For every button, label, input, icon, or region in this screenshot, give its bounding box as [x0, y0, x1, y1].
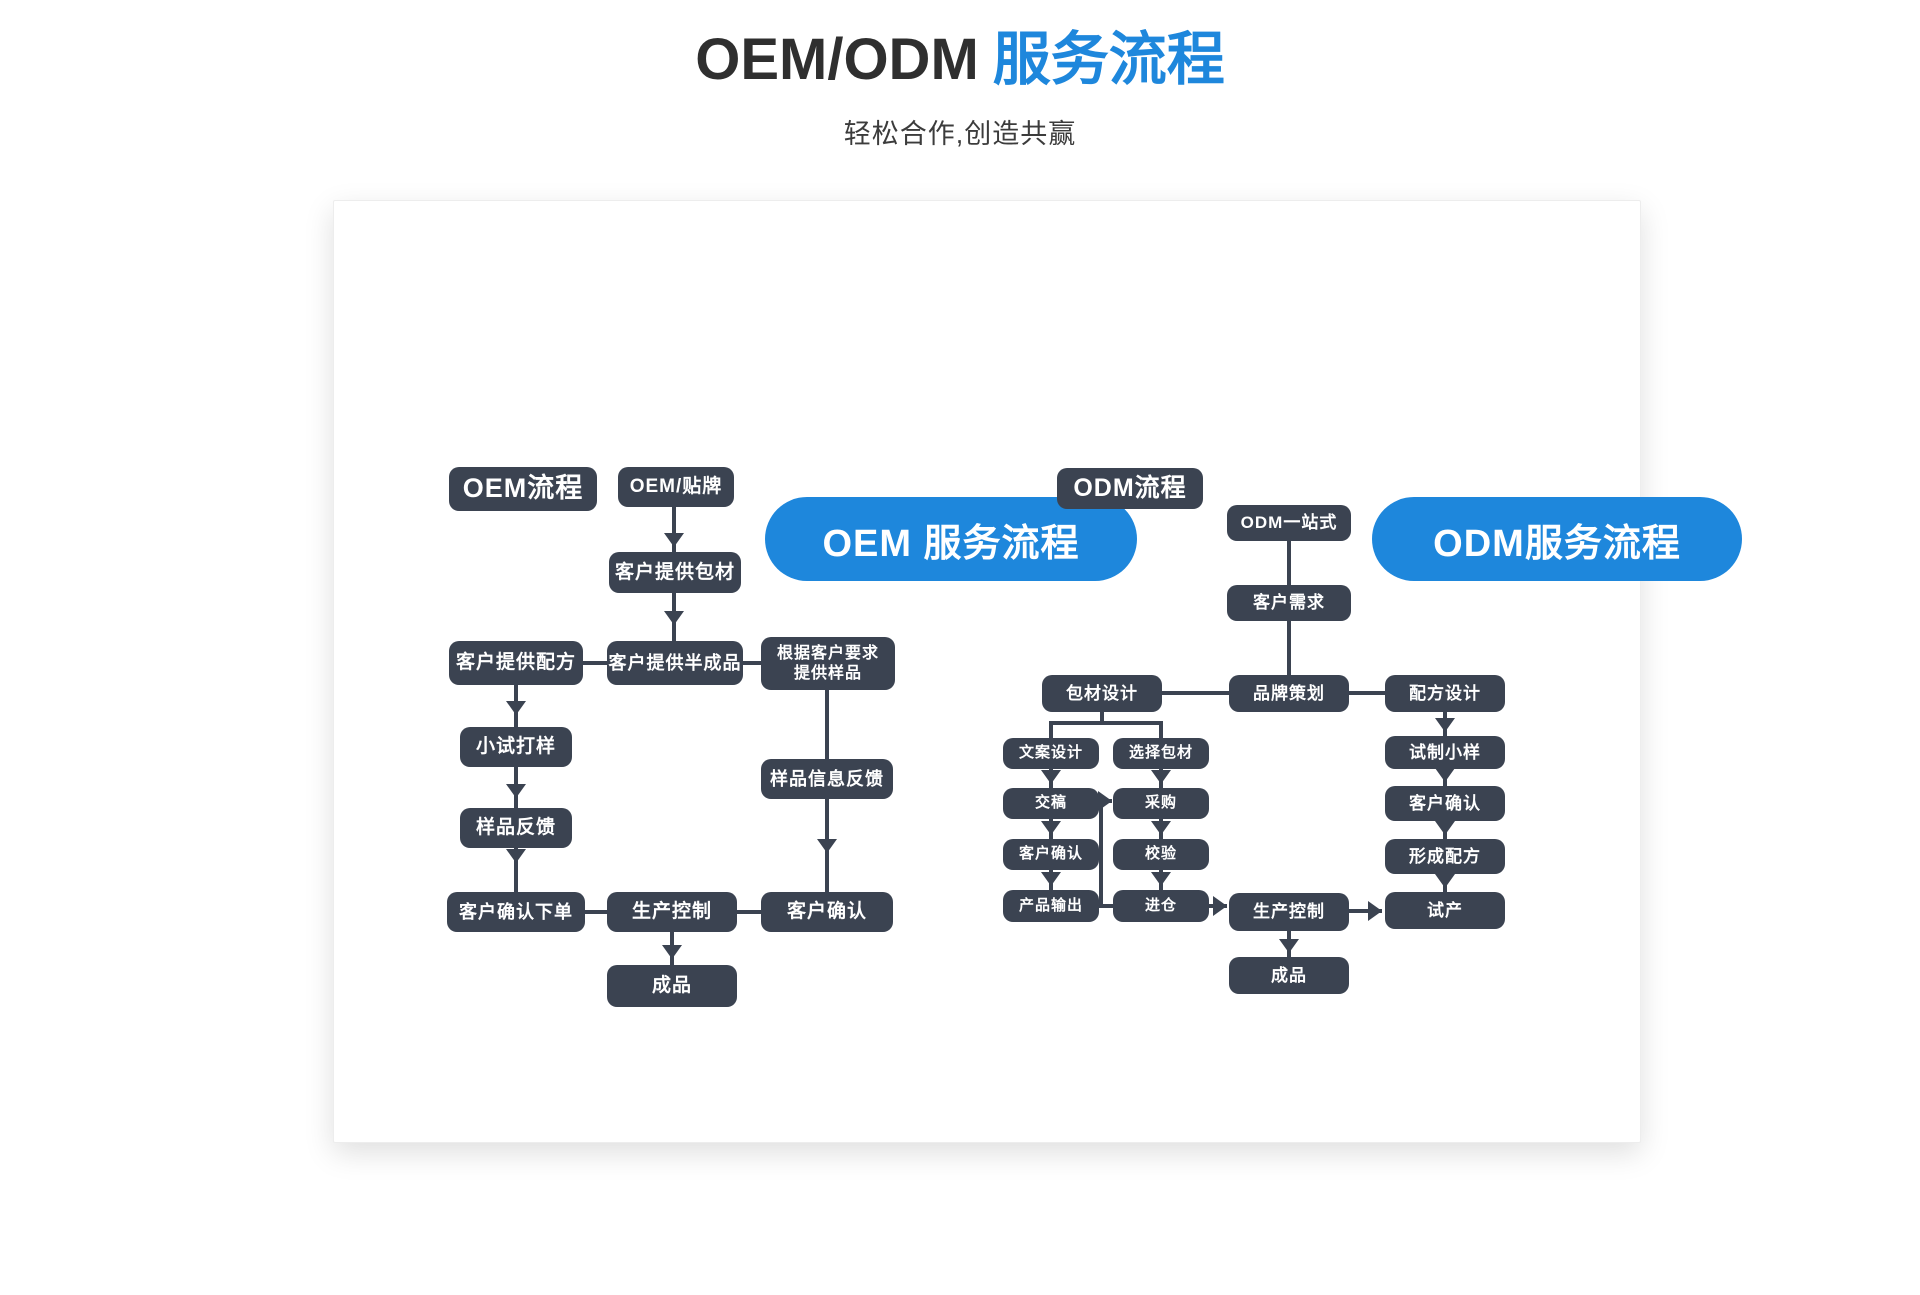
- arrowhead-icon: [1098, 791, 1112, 811]
- connector-line: [1287, 541, 1291, 585]
- odm-header-label: ODM服务流程: [1433, 522, 1681, 565]
- arrowhead-icon: [1435, 768, 1455, 782]
- flow-node-m14: 形成配方: [1385, 839, 1505, 874]
- connector-line: [514, 848, 518, 892]
- arrowhead-icon: [506, 701, 526, 715]
- flow-node-n12: 成品: [607, 965, 737, 1007]
- flow-node-m7: 选择包材: [1113, 738, 1209, 769]
- connector-line: [1159, 723, 1163, 738]
- flow-node-n1: OEM/贴牌: [618, 467, 734, 507]
- flow-node-m12: 客户确认: [1003, 839, 1099, 870]
- connector-line: [1349, 691, 1385, 695]
- arrowhead-icon: [664, 611, 684, 625]
- arrowhead-icon: [664, 533, 684, 547]
- oem-header-label: OEM 服务流程: [822, 522, 1080, 565]
- connector-line: [1099, 904, 1113, 908]
- arrowhead-icon: [1151, 821, 1171, 835]
- connector-line: [1162, 691, 1229, 695]
- flow-node-m11: 客户确认: [1385, 786, 1505, 821]
- arrowhead-icon: [1151, 872, 1171, 886]
- flow-node-m8: 试制小样: [1385, 736, 1505, 769]
- flow-node-m1: ODM一站式: [1227, 505, 1351, 541]
- oem-header-pill: OEM 服务流程: [765, 497, 1137, 581]
- page-title-blue: 服务流程: [992, 27, 1225, 92]
- flow-node-m13: 校验: [1113, 839, 1209, 870]
- flow-node-n3: 客户提供配方: [449, 641, 583, 685]
- connector-line: [1049, 723, 1053, 738]
- arrowhead-icon: [662, 945, 682, 959]
- flow-node-oemTag: OEM流程: [449, 467, 597, 511]
- arrowhead-icon: [1041, 872, 1061, 886]
- flow-node-m3: 包材设计: [1042, 675, 1162, 712]
- odm-header-pill: ODM服务流程: [1372, 497, 1742, 581]
- arrowhead-icon: [1368, 901, 1382, 921]
- connector-line: [737, 910, 761, 914]
- arrowhead-icon: [1041, 770, 1061, 784]
- flow-node-m6: 文案设计: [1003, 738, 1099, 769]
- flow-node-n9: 客户确认下单: [447, 892, 585, 932]
- flow-node-m2: 客户需求: [1227, 585, 1351, 621]
- flow-node-m18: 试产: [1385, 892, 1505, 929]
- flow-node-m10: 采购: [1113, 788, 1209, 819]
- arrowhead-icon: [506, 849, 526, 863]
- flow-node-n6: 小试打样: [460, 727, 572, 767]
- connector-line: [825, 690, 829, 759]
- flow-node-n5: 根据客户要求 提供样品: [761, 637, 895, 690]
- flow-node-m17: 生产控制: [1229, 893, 1349, 931]
- page-subtitle: 轻松合作,创造共赢: [843, 119, 1077, 149]
- flow-node-n2: 客户提供包材: [609, 552, 741, 593]
- arrowhead-icon: [1213, 896, 1227, 916]
- connector-line: [672, 507, 676, 552]
- arrowhead-icon: [817, 839, 837, 853]
- arrowhead-icon: [1435, 821, 1455, 835]
- connector-line: [1100, 712, 1104, 725]
- connector-line: [1287, 621, 1291, 675]
- flowchart-card: OEM 服务流程 ODM服务流程 OEM流程 OEM/贴牌客户提供包材客户提供配方…: [333, 200, 1742, 1143]
- flow-node-m15: 产品输出: [1003, 890, 1099, 922]
- flow-node-m5: 配方设计: [1385, 675, 1505, 712]
- flow-node-m9: 交稿: [1003, 788, 1099, 819]
- page-title-black: OEM/ODM: [695, 27, 979, 92]
- flow-node-m4: 品牌策划: [1229, 675, 1349, 712]
- flow-node-m16: 进仓: [1113, 890, 1209, 922]
- connector-line: [1099, 799, 1103, 906]
- flow-node-n10: 生产控制: [607, 892, 737, 932]
- arrowhead-icon: [1041, 821, 1061, 835]
- arrowhead-icon: [506, 784, 526, 798]
- arrowhead-icon: [1435, 874, 1455, 888]
- connector-line: [1349, 909, 1382, 913]
- arrowhead-icon: [1151, 770, 1171, 784]
- arrowhead-icon: [1435, 718, 1455, 732]
- flow-node-n8: 样品信息反馈: [761, 759, 893, 799]
- connector-line: [1049, 721, 1163, 725]
- flow-node-odmTag: ODM流程: [1057, 468, 1203, 509]
- flow-node-m19: 成品: [1229, 957, 1349, 994]
- flow-node-n11: 客户确认: [761, 892, 893, 932]
- connector-line: [585, 910, 607, 914]
- flow-node-n7: 样品反馈: [460, 808, 572, 848]
- connector-line: [583, 661, 607, 665]
- flow-node-n4: 客户提供半成品: [607, 641, 743, 685]
- connector-line: [741, 661, 761, 665]
- arrowhead-icon: [1279, 939, 1299, 953]
